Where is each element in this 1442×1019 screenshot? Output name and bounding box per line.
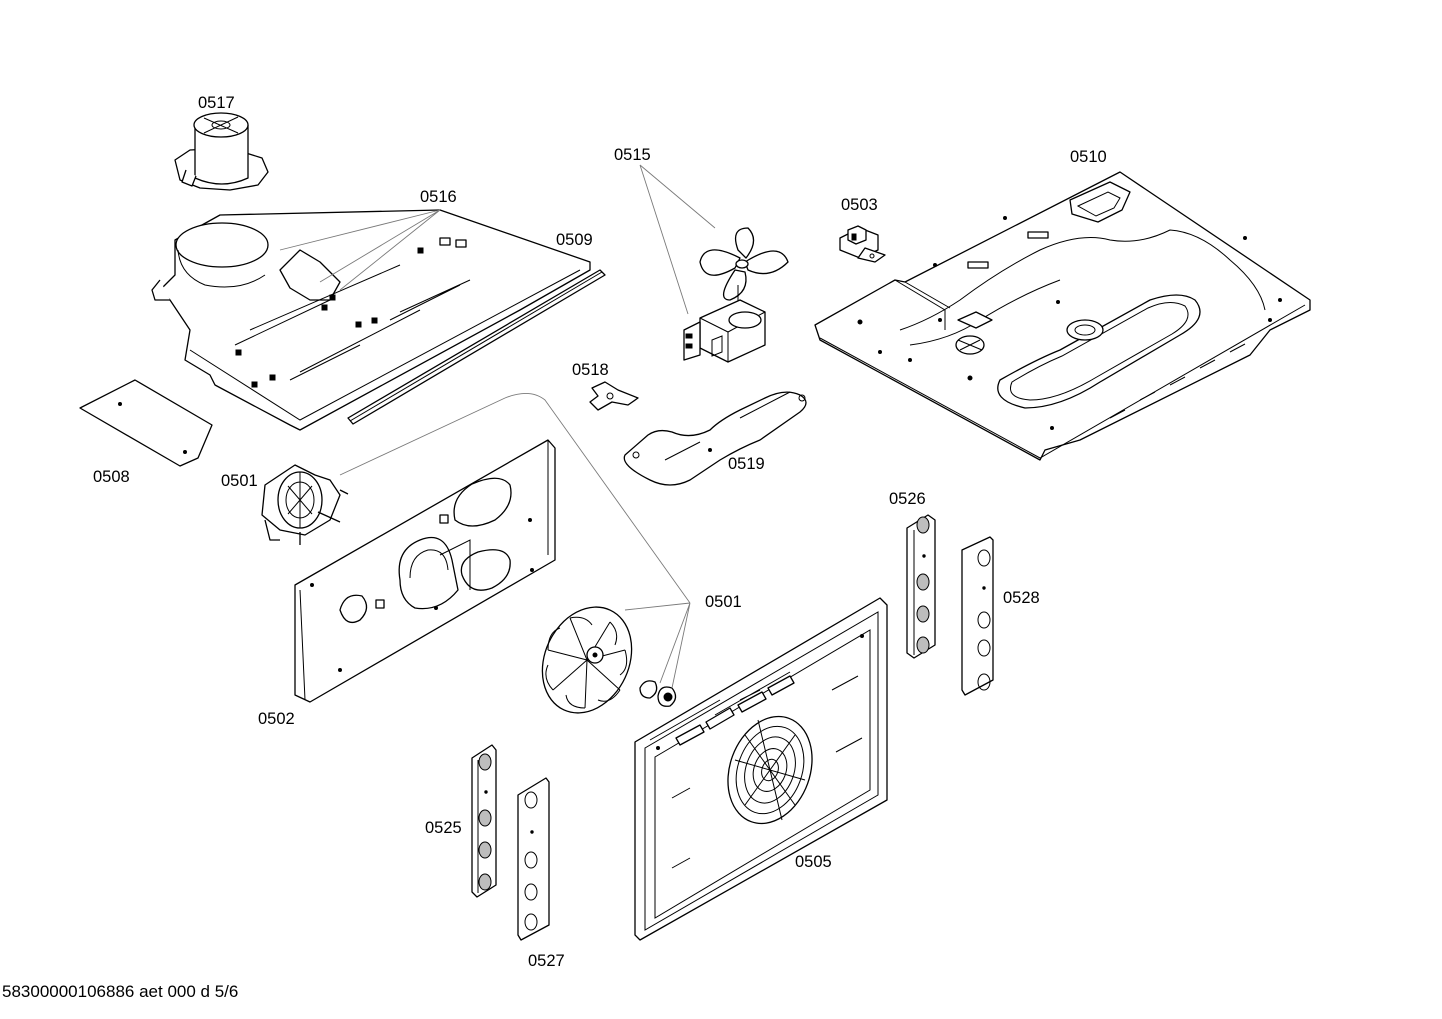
label-0503: 0503 <box>841 196 878 214</box>
part-0528-side-grid-right <box>961 536 994 696</box>
part-0515-cooling-fan-motor <box>683 227 789 363</box>
label-0502: 0502 <box>258 710 295 728</box>
label-0528: 0528 <box>1003 589 1040 607</box>
label-0509: 0509 <box>556 231 593 249</box>
part-0503-thermostat <box>839 225 886 263</box>
part-0517-duct-cap <box>174 112 269 191</box>
label-0505: 0505 <box>795 853 832 871</box>
part-0516-air-duct-panel <box>151 209 591 431</box>
label-0518: 0518 <box>572 361 609 379</box>
part-0501-fan-wheel <box>541 606 677 714</box>
part-0508-insulation-plate <box>79 379 213 467</box>
label-0525: 0525 <box>425 819 462 837</box>
label-0526: 0526 <box>889 490 926 508</box>
label-0510: 0510 <box>1070 148 1107 166</box>
label-0516: 0516 <box>420 188 457 206</box>
label-0501-fan: 0501 <box>705 593 742 611</box>
document-code: 58300000106886 aet 000 d 5/6 <box>2 982 238 1001</box>
part-0518-bracket <box>589 381 639 411</box>
part-0505-cavity-frame <box>634 597 888 941</box>
part-0501-fan-motor <box>261 464 349 545</box>
label-0517: 0517 <box>198 94 235 112</box>
part-0527-side-grid-left <box>517 777 550 941</box>
part-0525-side-rail-left <box>471 744 497 898</box>
label-0519: 0519 <box>728 455 765 473</box>
part-labels: 0517 0516 0509 0515 0510 0503 0518 0519 … <box>93 94 1107 970</box>
part-0502-rear-panel <box>294 439 556 703</box>
label-0515: 0515 <box>614 146 651 164</box>
label-0508: 0508 <box>93 468 130 486</box>
label-0501-motor: 0501 <box>221 472 258 490</box>
part-0519-cover-plate <box>623 391 807 486</box>
part-0509-rail-strip <box>347 269 606 425</box>
label-0527: 0527 <box>528 952 565 970</box>
leader-lines <box>279 164 716 689</box>
part-0526-side-rail-right <box>906 514 936 659</box>
part-0510-top-plate <box>814 171 1311 461</box>
